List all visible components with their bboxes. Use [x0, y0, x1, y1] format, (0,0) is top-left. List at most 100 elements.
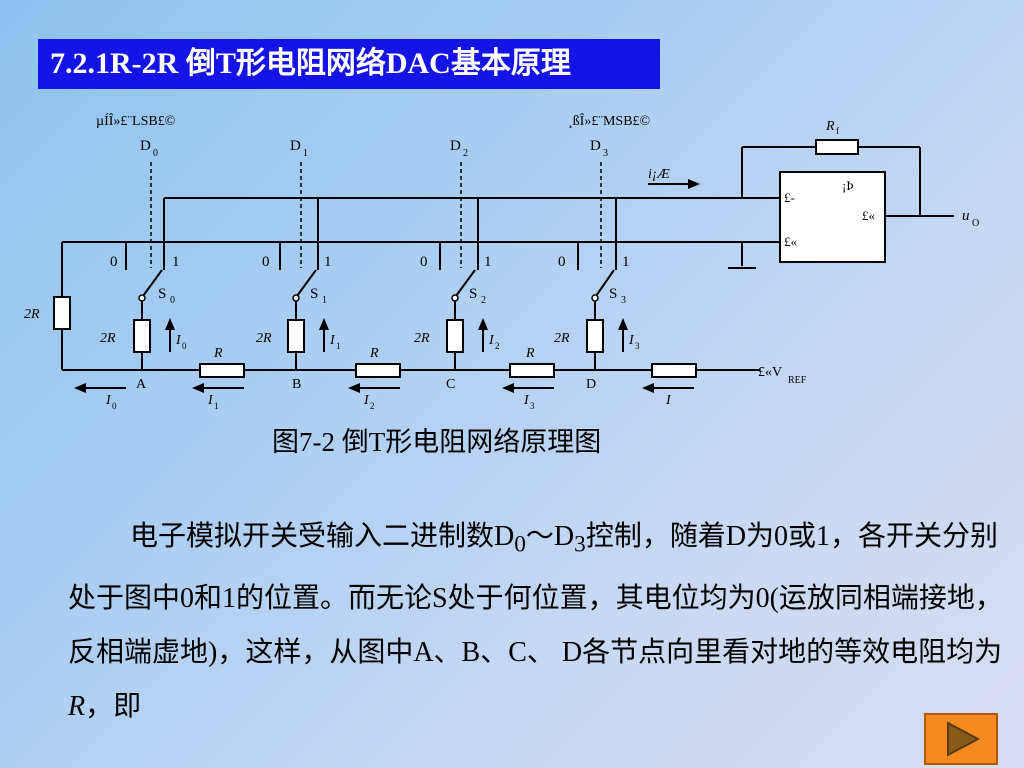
switch-contacts	[125, 198, 617, 270]
svg-text:£«V: £«V	[758, 365, 782, 380]
svg-text:REF: REF	[788, 375, 807, 386]
output-label: u O	[962, 208, 979, 229]
svg-text:I: I	[105, 393, 112, 408]
svg-text:0: 0	[262, 254, 270, 270]
svg-text:R: R	[369, 346, 379, 361]
switch-position-labels: 0 1 0 1 0 1 0 1	[110, 254, 630, 270]
vref-label: £«V REF	[758, 365, 807, 386]
svg-text:1: 1	[214, 401, 219, 411]
svg-text:u: u	[962, 208, 970, 224]
svg-text:3: 3	[530, 401, 535, 411]
paragraph-sub-2: 3	[574, 531, 586, 558]
svg-text:2: 2	[370, 401, 375, 411]
control-lines	[150, 162, 602, 268]
svg-text:I: I	[665, 393, 672, 408]
ground-icon	[728, 242, 756, 269]
paragraph-sub-1: 0	[514, 531, 526, 558]
svg-text:1: 1	[324, 254, 332, 270]
paragraph-part-4: ，即	[85, 690, 142, 722]
rf-label: R f	[825, 119, 839, 136]
svg-text:1: 1	[172, 254, 180, 270]
svg-text:D: D	[140, 138, 151, 154]
svg-text:2R: 2R	[256, 331, 272, 346]
svg-text:I: I	[175, 333, 182, 348]
svg-text:I: I	[628, 333, 635, 348]
svg-text:A: A	[136, 377, 147, 392]
figure-caption: 图7-2 倒T形电阻网络原理图	[272, 427, 602, 457]
svg-text:2: 2	[463, 148, 468, 159]
svg-text:S: S	[158, 286, 166, 302]
svg-text:2: 2	[495, 341, 500, 351]
svg-text:0: 0	[558, 254, 566, 270]
next-slide-button[interactable]	[924, 713, 998, 765]
branch-resistor-labels: 2R 2R 2R 2R	[100, 331, 570, 346]
svg-text:I: I	[363, 393, 370, 408]
digit-input-d2: D 2	[450, 138, 468, 159]
opamp-box	[779, 171, 886, 263]
ladder-resistors	[199, 363, 697, 378]
feedback-path	[741, 139, 954, 217]
svg-text:3: 3	[621, 295, 626, 306]
svg-text:1: 1	[336, 341, 341, 351]
svg-text:I: I	[207, 393, 214, 408]
svg-text:2R: 2R	[414, 331, 430, 346]
svg-text:I: I	[488, 333, 495, 348]
svg-text:0: 0	[182, 341, 187, 351]
svg-text:S: S	[310, 286, 318, 302]
node-labels: A B C D	[136, 377, 596, 392]
svg-text:0: 0	[112, 401, 117, 411]
svg-text:0: 0	[110, 254, 118, 270]
digit-input-d3: D 3	[590, 138, 608, 159]
body-paragraph: 电子模拟开关受输入二进制数D0～D3控制，随着D为0或1，各开关分别处于图中0和…	[68, 510, 1018, 734]
branch-resistors	[133, 301, 604, 370]
svg-text:2: 2	[481, 295, 486, 306]
left-2r-label: 2R	[24, 307, 40, 322]
svg-text:2R: 2R	[100, 331, 116, 346]
svg-text:R: R	[825, 119, 835, 134]
svg-text:1: 1	[484, 254, 492, 270]
svg-text:3: 3	[635, 341, 640, 351]
ladder-resistor-labels: R R R	[213, 346, 535, 361]
svg-text:S: S	[469, 286, 477, 302]
svg-text:O: O	[972, 218, 979, 229]
svg-text:D: D	[290, 138, 301, 154]
paragraph-part-3: 控制，随着D为0或1，各开关分别处于图中0和1的位置。而无论S处于何位置，其电位…	[68, 521, 1017, 668]
svg-text:S: S	[609, 286, 617, 302]
r2r-circuit-diagram: µÍÎ»£¨LSB£© ¸ßÎ»£¨MSB£© D 0 D 1 D 2 D 3 …	[24, 112, 979, 411]
paragraph-part-1: 电子模拟开关受输入二进制数D	[130, 521, 515, 552]
rail-current-arrows	[74, 383, 694, 393]
svg-text:C: C	[446, 377, 455, 392]
paragraph-part-2: ～D	[525, 521, 575, 552]
svg-text:1: 1	[303, 148, 308, 159]
svg-text:D: D	[586, 377, 596, 392]
switch-pivots	[138, 294, 599, 302]
branch-current-arrows	[165, 318, 628, 352]
opamp-output-label: £«	[862, 208, 875, 223]
svg-text:B: B	[292, 377, 301, 392]
digit-input-d1: D 1	[290, 138, 308, 159]
svg-text:2R: 2R	[554, 331, 570, 346]
svg-text:I: I	[329, 333, 336, 348]
slide-title: 7.2.1R-2R 倒T形电阻网络DAC基本原理	[38, 39, 660, 89]
svg-text:R: R	[213, 346, 223, 361]
opamp-inverting-label: £-	[784, 190, 795, 205]
svg-text:D: D	[590, 138, 601, 154]
opamp-noninverting-label: £«	[784, 234, 797, 249]
svg-text:3: 3	[603, 148, 608, 159]
svg-text:f: f	[836, 126, 839, 136]
svg-text:0: 0	[170, 295, 175, 306]
opamp-infinity-label: ¡Þ	[842, 178, 854, 193]
svg-text:0: 0	[420, 254, 428, 270]
svg-text:1: 1	[622, 254, 630, 270]
svg-text:D: D	[450, 138, 461, 154]
svg-text:1: 1	[322, 295, 327, 306]
svg-text:0: 0	[153, 148, 158, 159]
play-triangle-icon	[947, 721, 981, 757]
lsb-label: µÍÎ»£¨LSB£©	[96, 112, 176, 129]
svg-text:I: I	[523, 393, 530, 408]
i-sigma-label: i¡Æ	[648, 167, 670, 182]
svg-text:R: R	[525, 346, 535, 361]
